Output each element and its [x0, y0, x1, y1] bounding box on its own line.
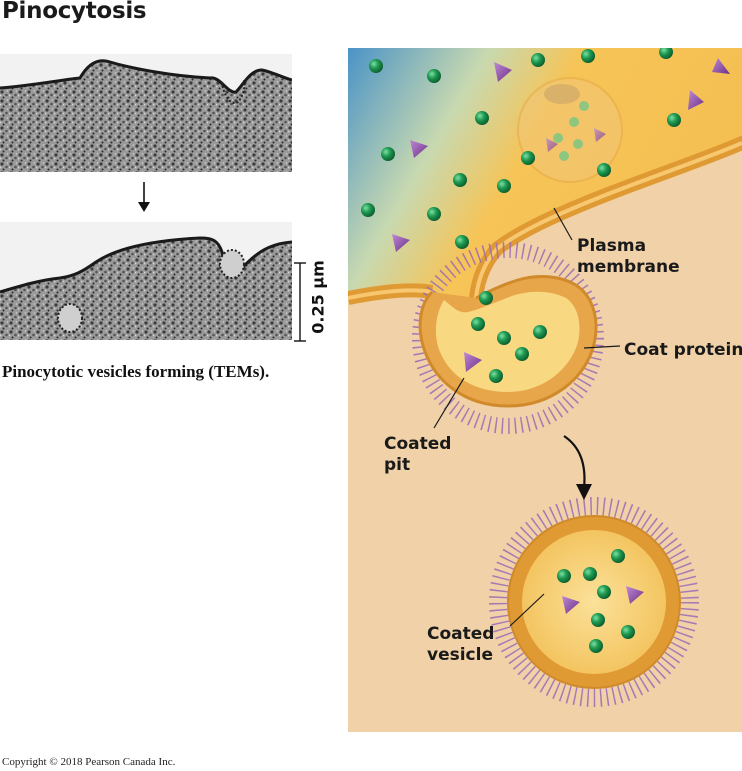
figure-title: Pinocytosis — [2, 0, 147, 24]
leader-lines — [433, 207, 621, 627]
label-coated-vesicle-line2: vesicle — [427, 645, 493, 665]
curved-arrow-icon — [563, 435, 592, 500]
figure-caption: Pinocytotic vesicles forming (TEMs). — [2, 362, 270, 381]
copyright-notice: Copyright © 2018 Pearson Canada Inc. — [2, 756, 176, 768]
label-coated-pit-line1: Coated — [384, 434, 452, 454]
label-coat-protein: Coat protein — [624, 340, 742, 360]
pinocytosis-illustration — [348, 48, 742, 732]
scale-bar-label: 0.25 µm — [308, 260, 328, 334]
tem-micrograph-late — [0, 222, 292, 340]
solute-spheres — [361, 48, 681, 653]
tem-micrograph-early — [0, 54, 292, 172]
solute-triangles — [392, 58, 730, 614]
scale-bar — [294, 262, 306, 342]
label-coated-vesicle: Coated vesicle — [427, 624, 494, 666]
label-plasma-membrane-line2: membrane — [577, 257, 680, 277]
label-plasma-membrane: Plasma membrane — [577, 236, 680, 278]
label-coated-pit-line2: pit — [384, 455, 411, 475]
label-coated-vesicle-line1: Coated — [427, 624, 495, 644]
arrow-down-icon — [138, 182, 150, 212]
label-plasma-membrane-line1: Plasma — [577, 236, 647, 256]
label-coated-pit: Coated pit — [384, 434, 451, 476]
